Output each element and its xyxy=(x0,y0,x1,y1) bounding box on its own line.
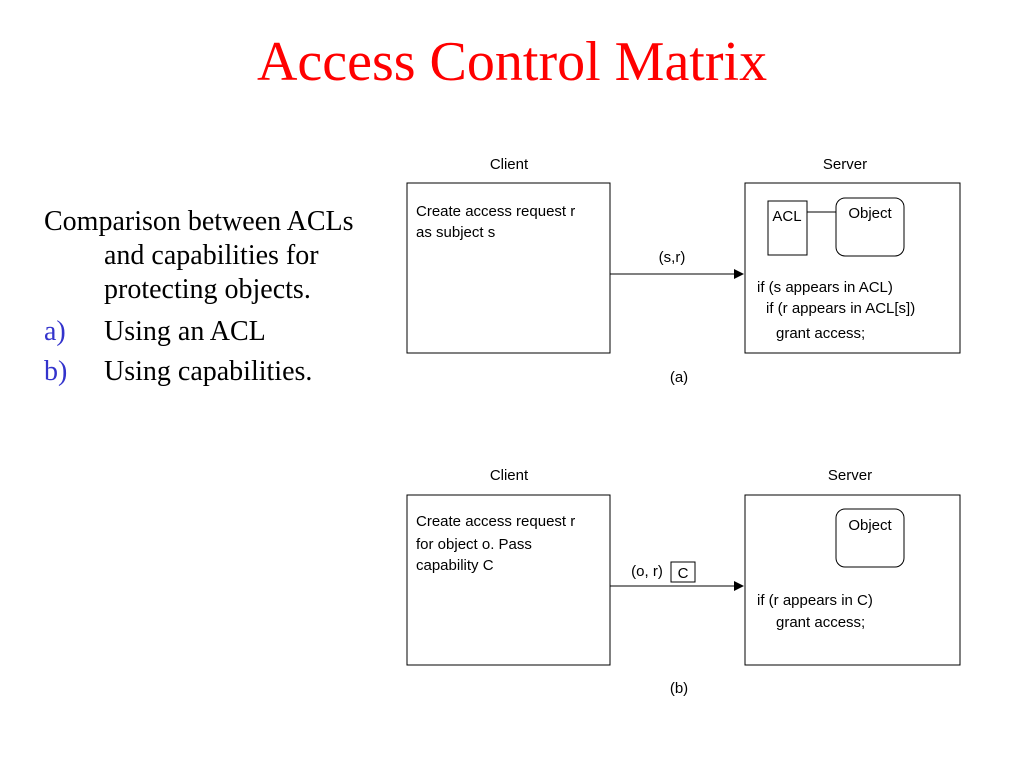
server-text-a-line2: if (r appears in ACL[s]) xyxy=(766,300,915,317)
caption-a: (a) xyxy=(670,369,688,386)
object-label-b: Object xyxy=(848,517,892,534)
client-label-b: Client xyxy=(490,467,529,484)
acl-label: ACL xyxy=(772,208,801,225)
bullet-marker-b: b) xyxy=(44,356,68,387)
acl-box xyxy=(767,200,808,256)
bullet-list: Comparison between ACLs and capabilities… xyxy=(44,205,364,400)
client-label-a: Client xyxy=(490,156,529,173)
intro-text: Comparison between ACLs and capabilities… xyxy=(44,206,354,305)
object-box-b xyxy=(835,508,905,568)
server-text-b-line1: if (r appears in C) xyxy=(757,592,873,609)
capability-box xyxy=(670,561,696,583)
slide-title: Access Control Matrix xyxy=(256,31,768,93)
message-label-b: (o, r) xyxy=(631,563,663,580)
client-text-a-line1: Create access request r xyxy=(416,203,575,220)
caption-b: (b) xyxy=(670,680,688,697)
server-box-a xyxy=(744,182,961,354)
server-box-b xyxy=(744,494,961,666)
server-text-a-line1: if (s appears in ACL) xyxy=(757,279,893,296)
server-text-b-line2: grant access; xyxy=(776,614,865,631)
client-box-a xyxy=(406,182,611,354)
client-text-a-line2: as subject s xyxy=(416,224,495,241)
diagram-a: Client Server Create access request r as… xyxy=(406,156,961,386)
client-text-b-line3: capability C xyxy=(416,557,494,574)
client-text-b-line2: for object o. Pass xyxy=(416,536,532,553)
diagram-b: Client Server Create access request r fo… xyxy=(406,467,961,697)
bullet-text-b: Using capabilities. xyxy=(104,356,313,387)
server-label-a: Server xyxy=(823,156,867,173)
bullet-item-a: a) Using an ACL xyxy=(44,315,364,349)
capability-label: C xyxy=(678,565,689,582)
bullet-item-b: b) Using capabilities. xyxy=(44,355,364,394)
bullet-marker-a: a) xyxy=(44,316,66,347)
server-label-b: Server xyxy=(828,467,872,484)
object-box-a xyxy=(835,197,905,257)
bullet-text-a: Using an ACL xyxy=(104,316,266,347)
object-label-a: Object xyxy=(848,205,892,222)
client-text-b-line1: Create access request r xyxy=(416,513,575,530)
message-label-a: (s,r) xyxy=(659,249,686,266)
server-text-a-line3: grant access; xyxy=(776,325,865,342)
client-box-b xyxy=(406,494,611,666)
